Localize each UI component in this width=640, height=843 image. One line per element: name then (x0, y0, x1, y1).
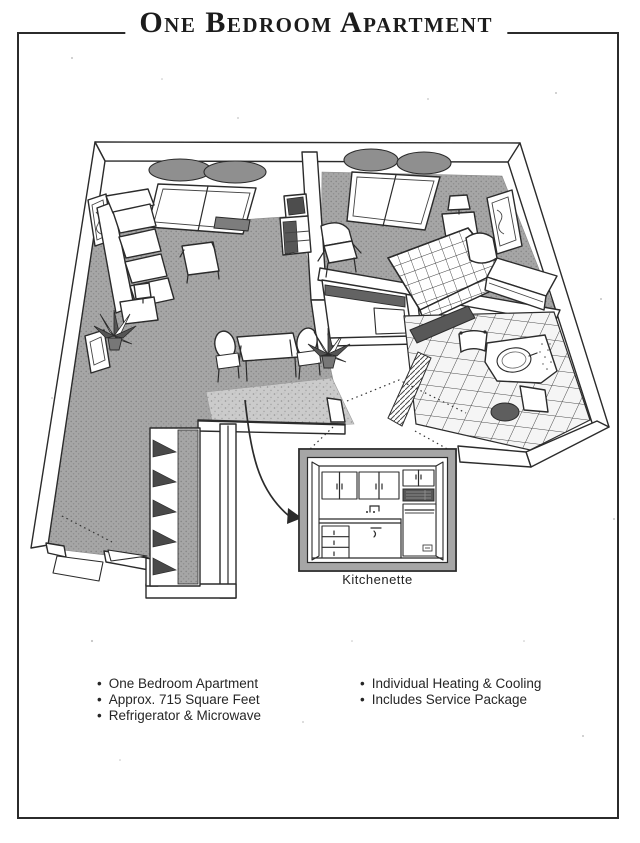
feature-list-left: • One Bedroom Apartment • Approx. 715 Sq… (97, 676, 261, 723)
closet (321, 279, 413, 339)
feature-list-right: • Individual Heating & Cooling • Include… (360, 676, 541, 708)
page-title: One Bedroom Apartment (125, 6, 508, 40)
bullet-icon: • (97, 691, 102, 707)
feature-text: Individual Heating & Cooling (371, 676, 542, 691)
feature-item: • Includes Service Package (360, 692, 541, 708)
microwave (402, 488, 435, 502)
dresser (484, 257, 558, 311)
entry-door (52, 549, 148, 582)
coffee-table (179, 241, 220, 284)
feature-item: • Individual Heating & Cooling (360, 676, 541, 692)
entry-vestibule-walls (145, 423, 237, 599)
living-room-window (147, 158, 267, 235)
towel-rack (458, 330, 488, 353)
scan-noise (51, 57, 615, 761)
bullet-icon: • (97, 676, 102, 691)
feature-item: • Approx. 715 Square Feet (97, 692, 261, 708)
area-rug (205, 377, 355, 431)
feature-text: Refrigerator & Microwave (108, 707, 262, 723)
dining-chair-left (214, 330, 241, 383)
shower (387, 305, 476, 427)
feature-item: • Refrigerator & Microwave (97, 708, 261, 724)
kitchenette-callout-box (298, 448, 457, 572)
refrigerator (402, 503, 437, 557)
toilet (490, 385, 549, 422)
bedroom-window (343, 148, 452, 231)
feature-text: One Bedroom Apartment (108, 676, 259, 691)
upper-cabinets (321, 469, 435, 500)
wall-art-frame-2 (84, 329, 111, 374)
bathroom-sink-vanity (484, 334, 558, 384)
counter-and-sink (318, 505, 402, 559)
feature-item: • One Bedroom Apartment (97, 676, 261, 692)
bullet-icon: • (97, 707, 102, 723)
drawer-unit (321, 525, 350, 559)
bed (386, 227, 507, 323)
bookshelf (149, 427, 201, 587)
bedroom-chair (317, 222, 362, 278)
tv-cabinet (279, 193, 312, 256)
explode-arrow (244, 399, 302, 524)
bullet-icon: • (360, 691, 365, 707)
dining-chair-right (296, 327, 322, 380)
table-lamp (133, 282, 152, 304)
bullet-icon: • (360, 676, 365, 691)
kitchenette-label: Kitchenette (342, 572, 413, 587)
bedside-lamp (447, 194, 471, 215)
feature-text: Includes Service Package (371, 691, 528, 707)
kitchenette-plan-dotted-outline (61, 379, 467, 543)
feature-text: Approx. 715 Square Feet (108, 691, 260, 707)
bedroom-wall-art (486, 189, 523, 255)
